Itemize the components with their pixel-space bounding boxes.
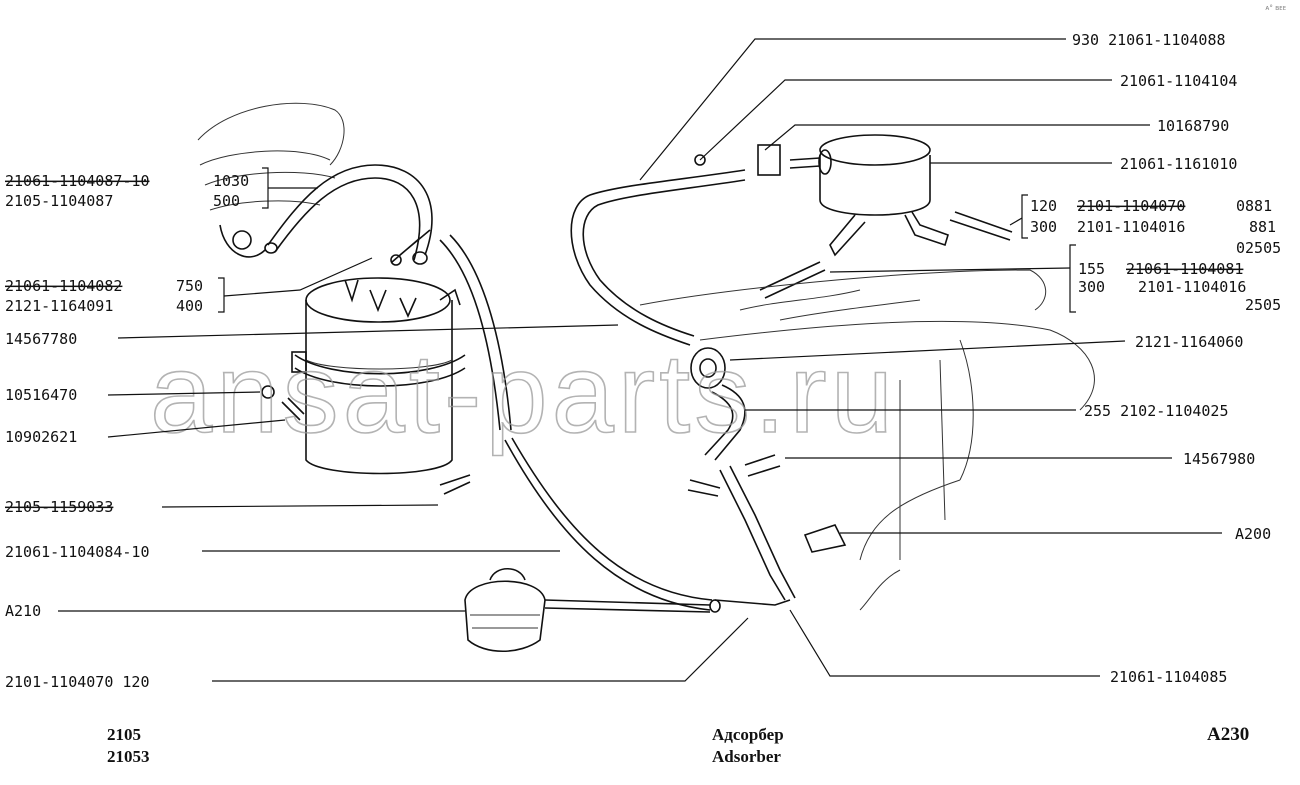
upper-pipe — [570, 154, 746, 346]
part-label: 255 2102-1104025 — [1084, 402, 1229, 420]
part-label: 21061-1104081 — [1126, 260, 1243, 278]
part-label: 930 21061-1104088 — [1072, 31, 1226, 49]
part-label: 21061-1104085 — [1110, 668, 1227, 686]
title-en: Adsorber — [712, 747, 781, 766]
page-code: A230 — [1207, 724, 1250, 745]
part-label: 02505 — [1236, 239, 1281, 257]
model-21053: 21053 — [107, 747, 150, 766]
part-label: 2105-1159033 — [5, 498, 113, 516]
labels-left: 21061-1104087-10 1030 2105-1104087 500 2… — [5, 172, 249, 691]
part-label: 2505 — [1245, 296, 1281, 314]
part-suffix: 0881 — [1236, 197, 1272, 215]
labels-right: 930 21061-1104088 21061-1104104 10168790… — [1030, 31, 1281, 686]
part-label: 21061-1104084-10 — [5, 543, 150, 561]
valve-assembly — [687, 347, 847, 606]
part-label: 2121-1164060 — [1135, 333, 1243, 351]
model-list: 2105 21053 — [107, 724, 150, 768]
part-label: 2101-1104016 — [1077, 218, 1185, 236]
part-label: 21061-1161010 — [1120, 155, 1237, 173]
engine-outline — [639, 269, 1095, 611]
part-label: 2101-1104016 — [1138, 278, 1246, 296]
part-label: 21061-1104104 — [1120, 72, 1237, 90]
part-qty: 300 — [1030, 218, 1057, 236]
model-2105: 2105 — [107, 725, 141, 744]
part-label: 2121-1164091 — [5, 297, 113, 315]
watermark: ansat-parts.ru — [150, 331, 897, 456]
part-suffix: 881 — [1249, 218, 1276, 236]
diagram-title: Адсорбер Adsorber — [712, 724, 784, 768]
title-ru: Адсорбер — [712, 725, 784, 744]
part-label: 2101-1104070 — [1077, 197, 1185, 215]
part-label: 10902621 — [5, 428, 77, 446]
fuel-pump-a210 — [464, 567, 711, 653]
part-qty: 120 — [1030, 197, 1057, 215]
part-label: A210 — [5, 602, 41, 620]
part-label: 14567780 — [5, 330, 77, 348]
part-qty: 500 — [213, 192, 240, 210]
part-qty: 1030 — [213, 172, 249, 190]
breather-hose — [264, 164, 433, 266]
part-label: A200 — [1235, 525, 1271, 543]
part-qty: 300 — [1078, 278, 1105, 296]
part-label: 10516470 — [5, 386, 77, 404]
part-qty: 750 — [176, 277, 203, 295]
part-label: 21061-1104082 — [5, 277, 122, 295]
leaders-left — [58, 167, 749, 682]
part-label: 21061-1104087-10 — [5, 172, 150, 190]
adsorber-canister — [261, 277, 471, 495]
separator-tank — [757, 134, 1013, 299]
part-label: 2105-1104087 — [5, 192, 113, 210]
part-label: 14567980 — [1183, 450, 1255, 468]
air-filter-housing — [197, 102, 345, 258]
corner-mark: ᴀ° ʙᴇᴇ — [1265, 4, 1286, 12]
part-qty: 400 — [176, 297, 203, 315]
part-label: 10168790 — [1157, 117, 1229, 135]
part-label: 2101-1104070 120 — [5, 673, 150, 691]
leaders-right — [639, 38, 1222, 677]
part-qty: 155 — [1078, 260, 1105, 278]
